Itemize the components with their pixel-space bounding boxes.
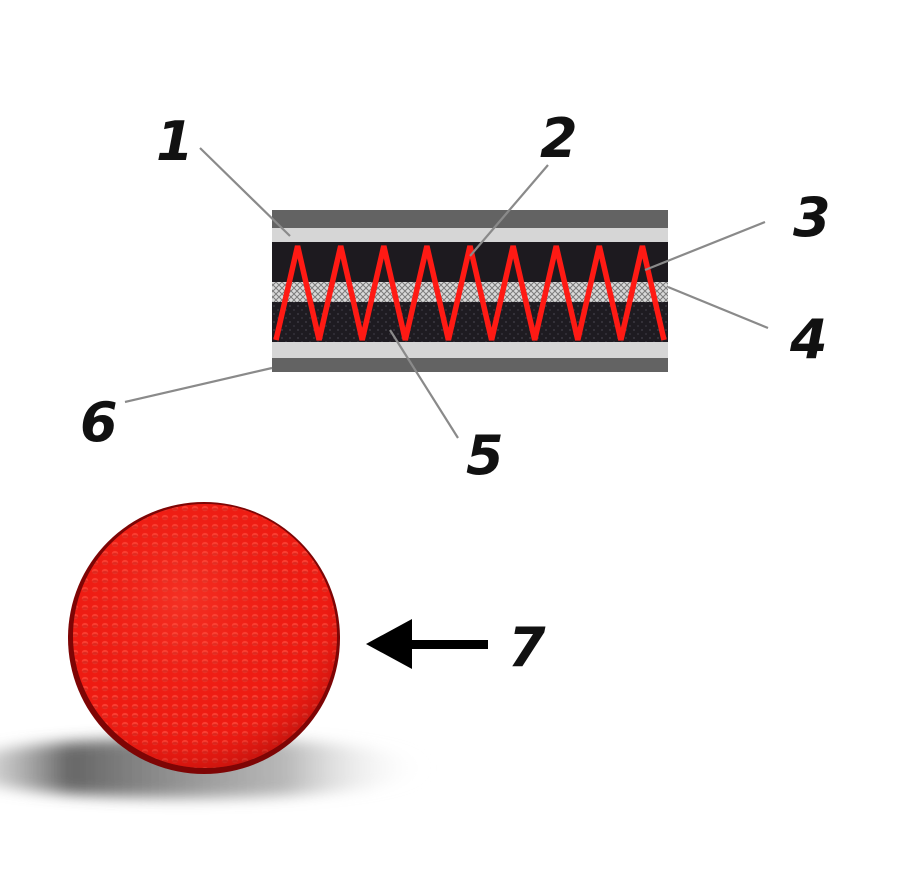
ball-shading (73, 504, 337, 768)
leader-line-5 (389, 329, 459, 439)
leader-line-2 (469, 164, 549, 257)
outer-top-layer (272, 210, 668, 228)
inner-top-light-layer (272, 228, 668, 242)
callout-labels: 1 2 3 4 5 6 7 (80, 107, 831, 679)
leader-line-1 (199, 147, 291, 237)
leader-lines (124, 147, 769, 439)
zigzag-fiber (273, 245, 667, 341)
cross-section (272, 210, 668, 372)
leader-line-4 (667, 285, 769, 330)
callout-5: 5 (466, 424, 504, 487)
leader-line-6 (124, 366, 273, 404)
callout-7: 7 (508, 616, 546, 679)
callout-1: 1 (156, 110, 194, 173)
arrow-left-icon (366, 619, 488, 669)
red-ball (0, 502, 430, 798)
lower-core-layer (272, 302, 668, 342)
callout-4: 4 (789, 308, 828, 371)
outer-bottom-layer (272, 358, 668, 372)
inner-bottom-light-layer (272, 342, 668, 358)
callout-6: 6 (80, 391, 118, 454)
leader-line-3 (644, 220, 766, 272)
callout-3: 3 (793, 186, 831, 249)
callout-2: 2 (540, 107, 578, 170)
